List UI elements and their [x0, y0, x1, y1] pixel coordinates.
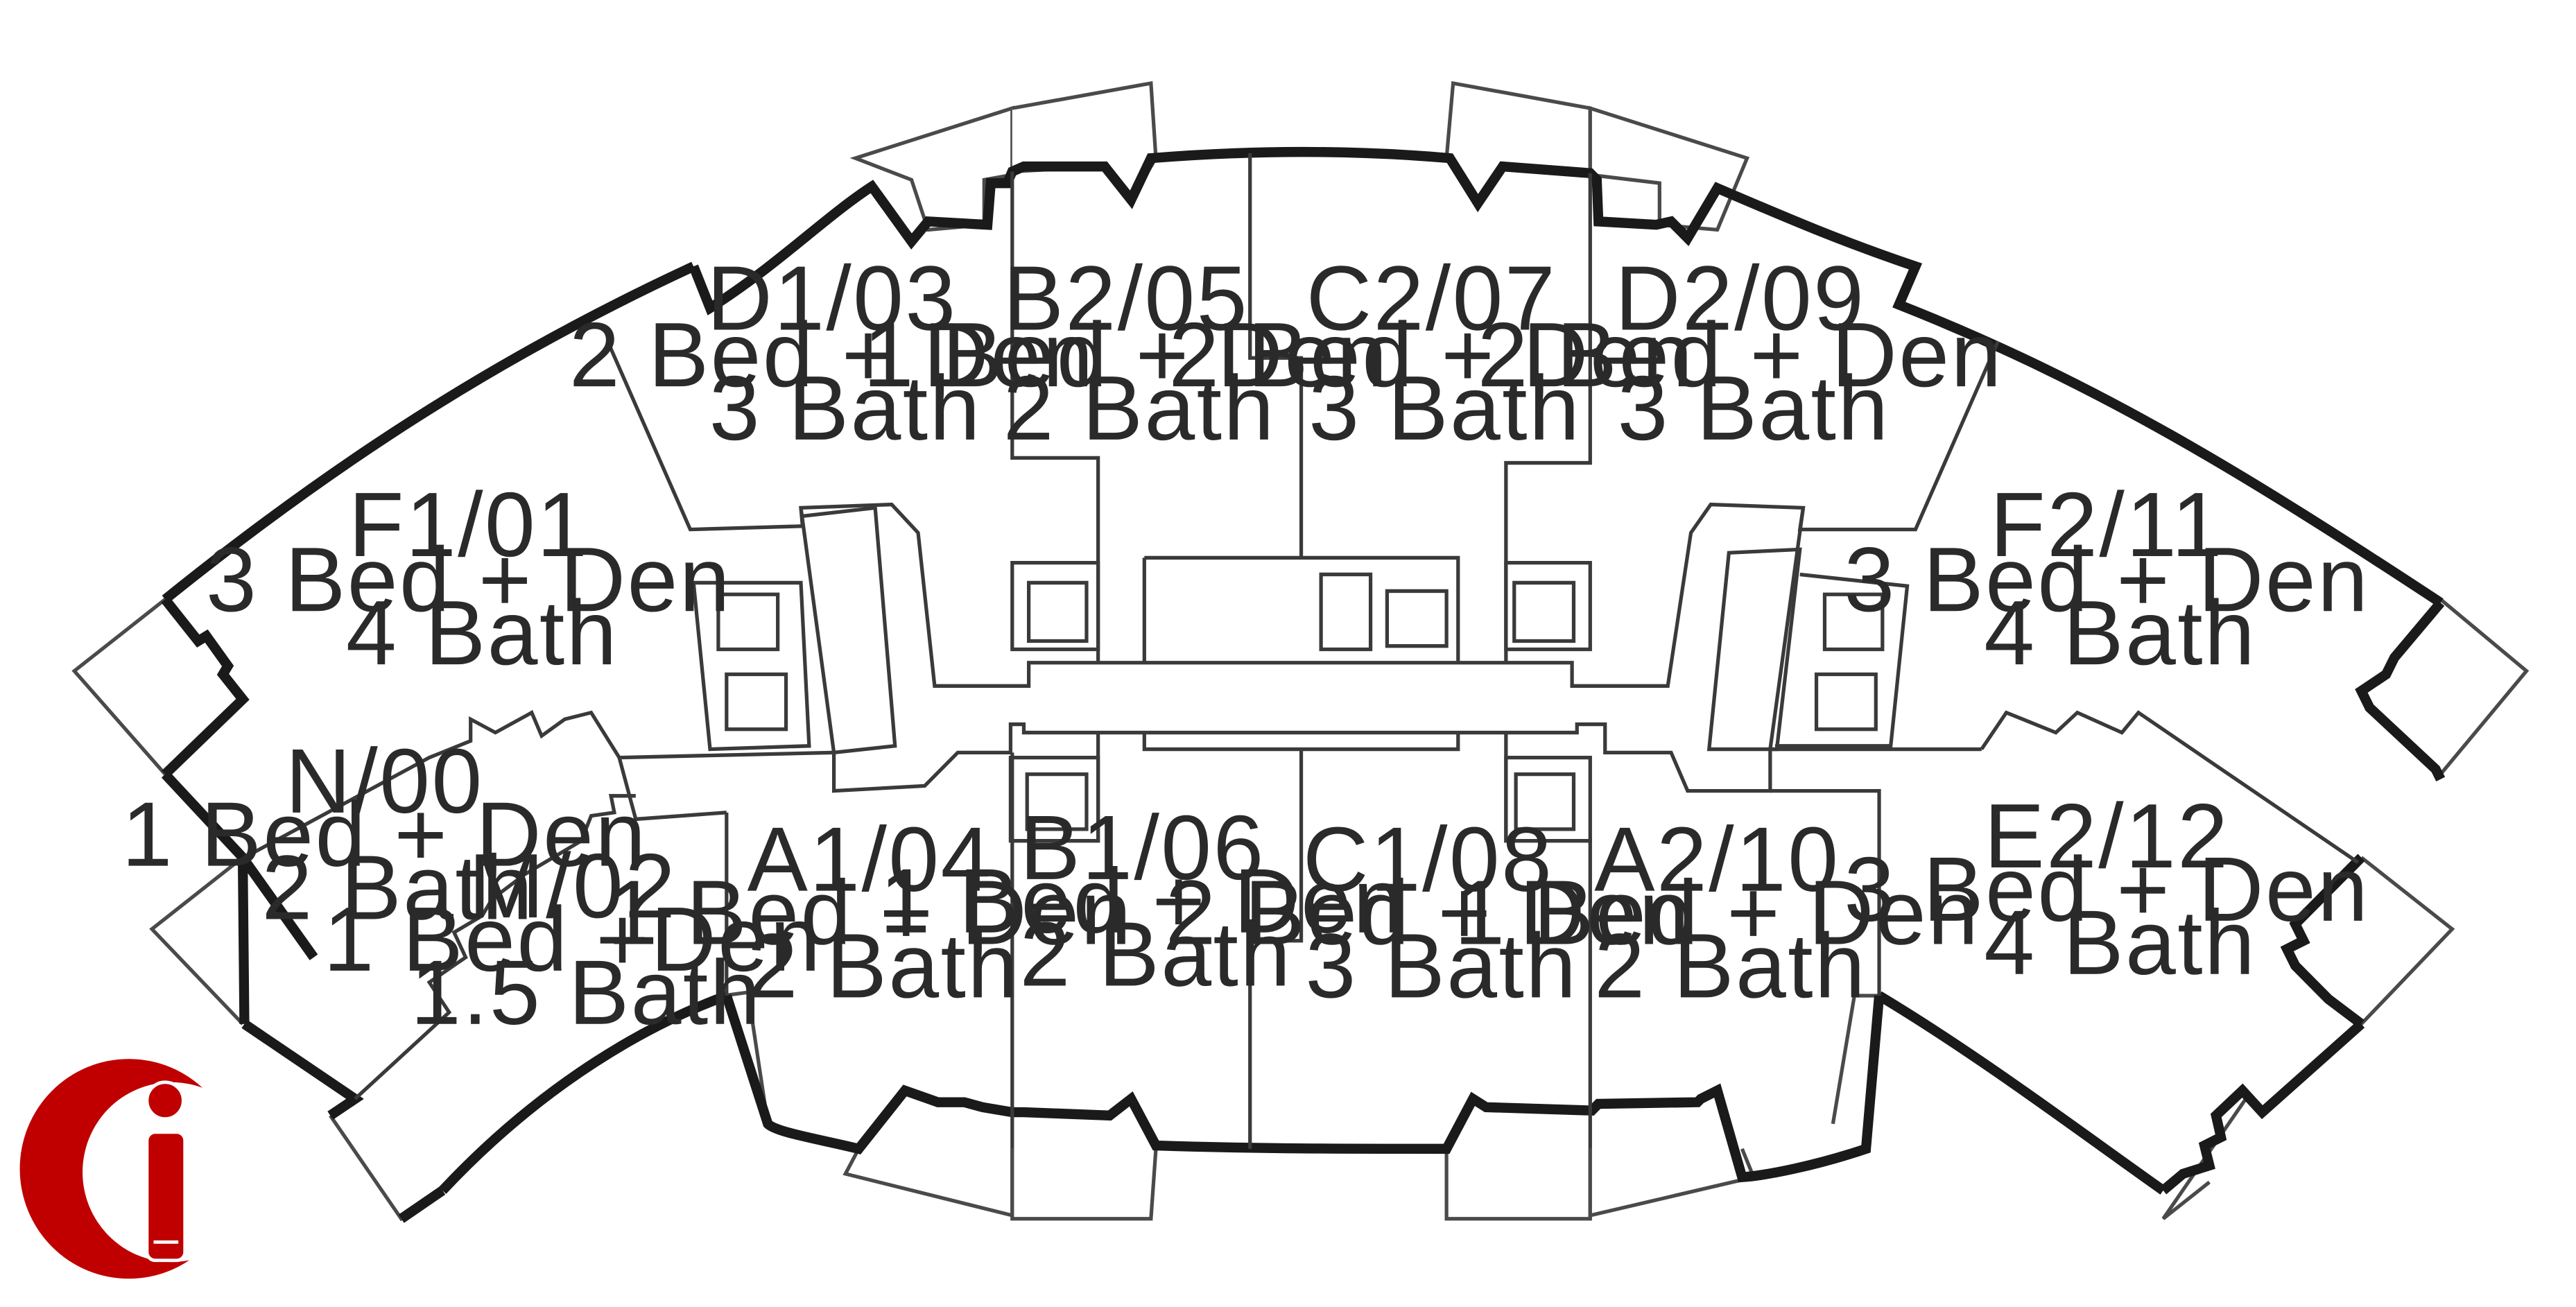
exterior-walls [161, 146, 2446, 1223]
unit-b2-05[interactable]: B2/05 1 Bed + Den 2 Bath [863, 247, 1416, 459]
unit-labels: D1/03 2 Bed + Den 3 Bath B2/05 1 Bed + D… [122, 247, 2396, 1044]
unit-m-02[interactable]: M/02 1 Bed +Den 1.5 Bath [323, 835, 849, 1044]
unit-a1-04[interactable]: A1/04 1 Bed + Den 2 Bath [607, 808, 1160, 1016]
unit-d2-09[interactable]: D2/09 2 Bed + Den 3 Bath [1478, 247, 2030, 459]
unit-d1-03[interactable]: D1/03 2 Bed + Den 3 Bath [569, 247, 1122, 459]
unit-b1-06[interactable]: B1/06 1 Bed + Den 2 Bath [880, 796, 1433, 1005]
unit-c2-07[interactable]: C2/07 2 Bed + Den 3 Bath [1168, 247, 1721, 459]
info-icon [19, 1059, 261, 1279]
unit-n-00[interactable]: N/00 1 Bed + Den 2 Bath [122, 729, 675, 938]
interior-walls [243, 153, 2360, 1149]
unit-f1-01[interactable]: F1/01 3 Bed + Den 4 Bath [206, 474, 759, 684]
unit-a2-10[interactable]: A2/10 1 Bed + Den 2 Bath [1454, 808, 2007, 1016]
unit-c1-08[interactable]: C1/08 2 Bed + Den 3 Bath [1166, 808, 1718, 1016]
unit-f2-11[interactable]: F2/11 3 Bed + Den 4 Bath [1844, 474, 2396, 684]
unit-e2-12[interactable]: E2/12 3 Bed + Den 4 Bath [1844, 785, 2396, 994]
